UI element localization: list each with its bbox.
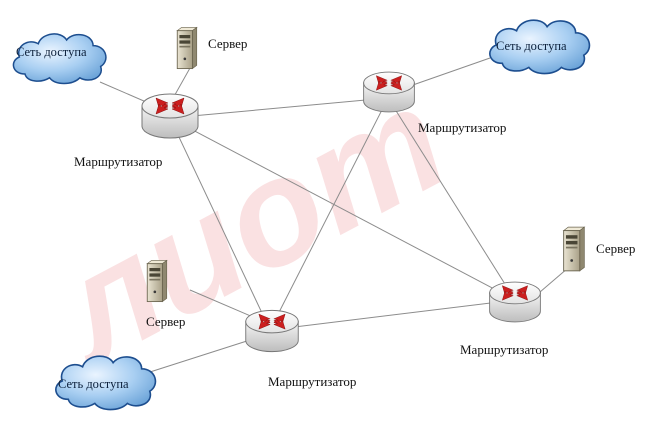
router-icon (489, 281, 541, 323)
server-3: Сервер (563, 226, 635, 272)
server-label: Сервер (208, 36, 247, 51)
router-icon (245, 309, 299, 353)
server-icon (563, 226, 585, 272)
server-label: Сервер (596, 241, 635, 256)
server-icon (146, 259, 168, 303)
router-label: Маршрутизатор (460, 342, 548, 357)
server-2: Сервер (146, 259, 185, 329)
router-label: Маршрутизатор (74, 154, 162, 169)
router-icon (363, 71, 415, 113)
router-label: Маршрутизатор (268, 374, 356, 389)
router-2: Маршрутизатор (363, 71, 506, 135)
server-1: Сервер (176, 26, 247, 70)
server-label: Сервер (146, 314, 185, 329)
access-network-cloud-1: Сеть доступа (12, 33, 107, 85)
router-icon (141, 93, 199, 139)
router-links (169, 97, 516, 331)
access-network-label: Сеть доступа (496, 39, 567, 53)
router-4: Маршрутизатор (460, 281, 548, 357)
server-icon (176, 26, 198, 70)
router-3: Маршрутизатор (245, 309, 356, 389)
access-network-label: Сеть доступа (16, 45, 87, 59)
router-label: Маршрутизатор (418, 120, 506, 135)
router-1: Маршрутизатор (74, 93, 199, 169)
access-network-cloud-3: Сеть доступа (55, 355, 157, 411)
access-network-cloud-2: Сеть доступа (489, 19, 591, 75)
access-network-label: Сеть доступа (58, 377, 129, 391)
